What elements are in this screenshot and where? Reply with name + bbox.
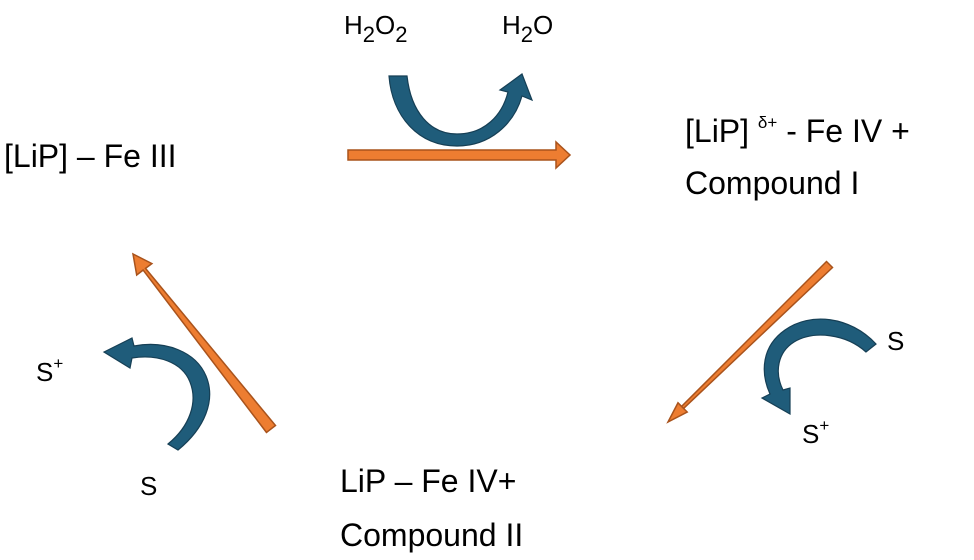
substrate-s-plus-left: S+	[36, 354, 63, 387]
reaction-arrow-step2	[666, 260, 834, 424]
reaction-arrow-step3	[132, 252, 277, 434]
substrate-s-left: S	[140, 471, 157, 501]
state-compound-i-line2: Compound I	[685, 165, 859, 201]
substrate-s-plus-right: S+	[802, 416, 829, 449]
state-compound-ii-line1: LiP – Fe IV+	[340, 463, 516, 499]
state-lip-fe-iii: [LiP] – Fe III	[4, 138, 177, 174]
reagent-h2o2-label: H2O2	[344, 10, 408, 47]
substrate-curved-arrow-right	[760, 318, 877, 416]
peroxide-curved-arrow	[388, 73, 534, 147]
state-compound-ii-line2: Compound II	[340, 517, 523, 553]
substrate-curved-arrow-left	[102, 337, 211, 451]
reaction-arrow-step1	[347, 140, 572, 170]
state-compound-i-line1: [LiP] δ+ - Fe IV +	[685, 113, 910, 149]
substrate-s-right: S	[887, 326, 904, 356]
reagent-h2o-label: H2O	[502, 10, 553, 47]
